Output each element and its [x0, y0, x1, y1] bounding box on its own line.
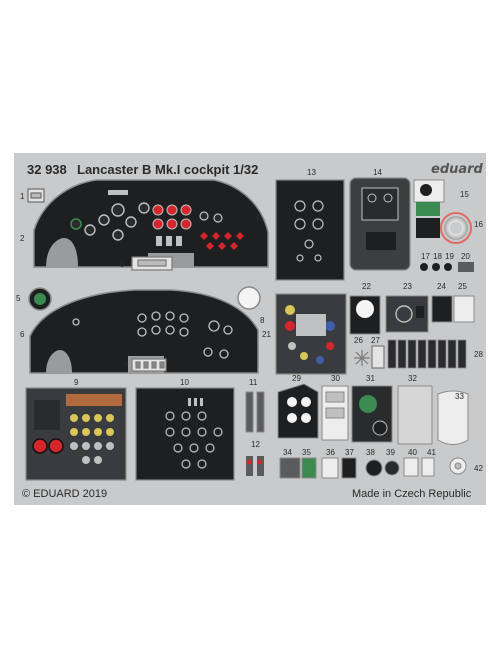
scale-label: 1/32 — [233, 162, 259, 177]
part-number-29: 29 — [292, 374, 301, 383]
part-9-panel — [25, 387, 127, 481]
part-number-23: 23 — [403, 282, 412, 291]
part-1 — [27, 188, 45, 203]
part-number-22: 22 — [362, 282, 371, 291]
part-number-37: 37 — [345, 448, 354, 457]
part-number-25: 25 — [458, 282, 467, 291]
part-number-31: 31 — [366, 374, 375, 383]
part-number-12: 12 — [251, 440, 260, 449]
copyright-text: © EDUARD 2019 — [22, 488, 108, 500]
part-number-4: 4 — [255, 213, 260, 222]
part-number-28: 28 — [474, 350, 483, 359]
part-11 — [245, 391, 265, 433]
part-number-34: 34 — [283, 448, 292, 457]
part-8-gauge — [237, 286, 261, 310]
part-number-10: 10 — [180, 378, 189, 387]
part-number-8: 8 — [260, 316, 265, 325]
parts-34-41 — [279, 457, 435, 479]
part-32 — [397, 385, 433, 445]
part-42 — [449, 457, 467, 475]
part-23 — [385, 295, 429, 333]
part-2-instrument-panel — [33, 179, 269, 268]
part-7 — [131, 358, 167, 372]
part-number-14: 14 — [373, 168, 382, 177]
parts-17-20 — [420, 262, 474, 272]
part-number-32: 32 — [408, 374, 417, 383]
part-number-9: 9 — [74, 378, 79, 387]
origin-text: Made in Czech Republic — [352, 488, 472, 500]
part-3 — [131, 256, 173, 271]
set-code: 32 938 — [27, 162, 67, 177]
part-number-7: 7 — [124, 362, 129, 371]
part-number-42: 42 — [474, 464, 483, 473]
part-29 — [277, 383, 319, 439]
part-25 — [453, 295, 475, 323]
part-number-40: 40 — [408, 448, 417, 457]
part-number-27: 27 — [371, 336, 380, 345]
part-number-20: 20 — [461, 252, 470, 261]
part-number-11: 11 — [249, 378, 258, 387]
part-number-19: 19 — [445, 252, 454, 261]
part-33 — [437, 390, 469, 445]
part-number-30: 30 — [331, 374, 340, 383]
part-number-35: 35 — [302, 448, 311, 457]
part-14-panel — [349, 177, 411, 271]
part-30 — [321, 385, 349, 441]
part-22 — [349, 295, 381, 335]
part-13-panel — [275, 179, 345, 281]
part-number-3: 3 — [120, 260, 125, 269]
part-number-13: 13 — [307, 168, 316, 177]
part-number-16: 16 — [474, 220, 483, 229]
part-number-17: 17 — [421, 252, 430, 261]
part-number-1: 1 — [20, 192, 25, 201]
part-number-36: 36 — [326, 448, 335, 457]
set-title: Lancaster B Mk.I cockpit — [77, 162, 230, 177]
part-number-33: 33 — [455, 392, 464, 401]
part-24 — [431, 295, 453, 323]
part-number-38: 38 — [366, 448, 375, 457]
part-number-26: 26 — [354, 336, 363, 345]
part-15-placard — [413, 179, 445, 238]
part-number-24: 24 — [437, 282, 446, 291]
part-28-strip — [387, 339, 467, 369]
part-12 — [246, 456, 264, 476]
part-number-21: 21 — [262, 330, 271, 339]
part-16-ring — [440, 212, 472, 244]
part-number-5: 5 — [16, 294, 21, 303]
part-number-15: 15 — [460, 190, 469, 199]
part-number-2: 2 — [20, 234, 25, 243]
part-number-39: 39 — [386, 448, 395, 457]
part-number-18: 18 — [433, 252, 442, 261]
parts-26-27 — [354, 345, 385, 369]
part-21-panel — [275, 293, 347, 375]
part-10-panel — [135, 387, 235, 481]
part-number-41: 41 — [427, 448, 436, 457]
part-number-6: 6 — [20, 330, 25, 339]
eduard-logo: eduard — [431, 162, 483, 177]
part-31 — [351, 385, 393, 443]
